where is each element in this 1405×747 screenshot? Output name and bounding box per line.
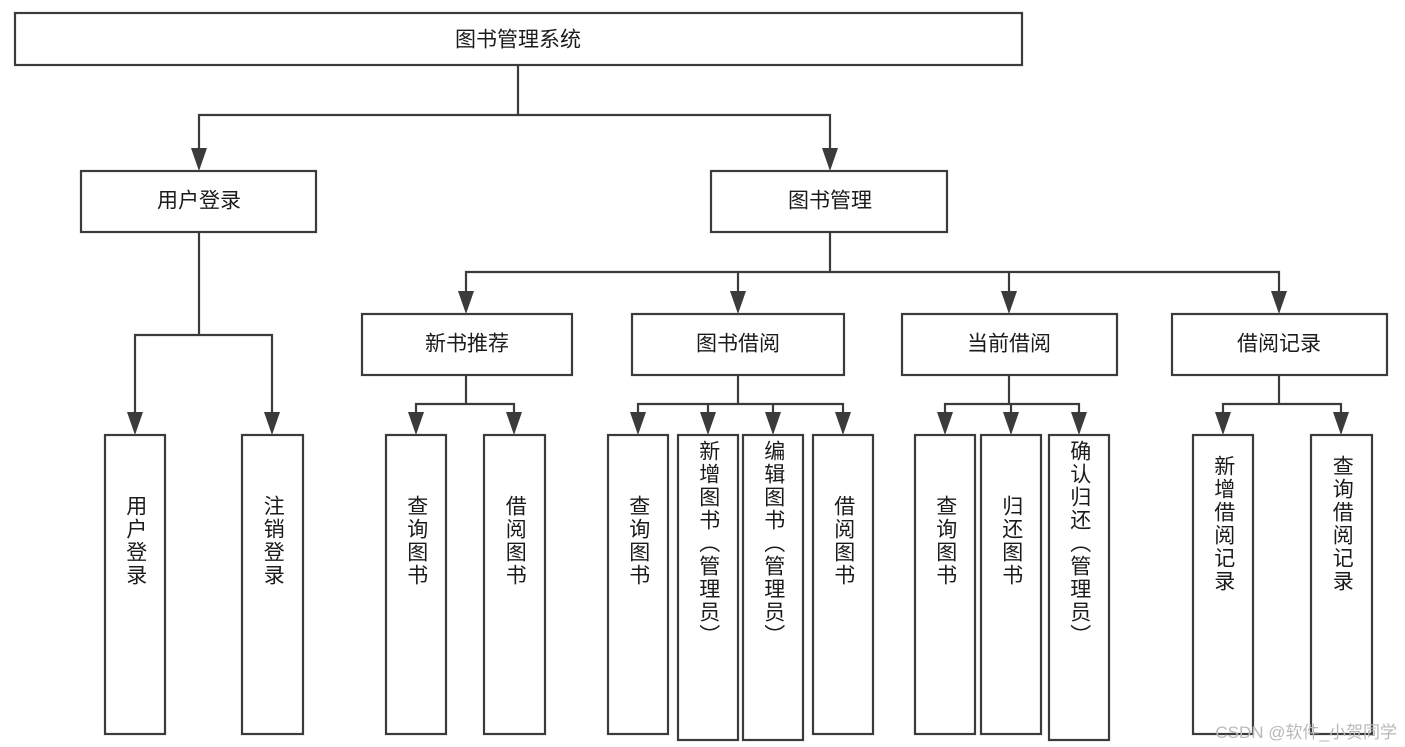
node-root-box[interactable] <box>13 11 1024 67</box>
node-layer: 图书管理系统 用户登录 图书管理 新书推荐 图书借阅 当前借阅 借阅记录 <box>13 11 1389 742</box>
connector-layer <box>127 63 1349 435</box>
leaf-box-query-book-2[interactable] <box>606 433 670 736</box>
node-borrow-record-box[interactable] <box>1170 312 1389 377</box>
leaf-box-user-login[interactable] <box>103 433 167 736</box>
edge-root-bus <box>197 63 832 156</box>
leaf-box-return-book[interactable] <box>979 433 1043 736</box>
node-root-label: 图书管理系统 <box>455 29 581 52</box>
csdn-watermark: CSDN @软件_小贺同学 <box>1215 723 1397 742</box>
edge-bookmanage-bus <box>464 230 1281 299</box>
leaf-box-confirm-return[interactable] <box>1047 433 1111 742</box>
node-book-manage-label: 图书管理 <box>788 190 872 213</box>
arrow-to-borrow-record <box>1271 291 1287 314</box>
arrow-to-user-login <box>191 148 207 171</box>
leaf-box-add-record[interactable] <box>1191 433 1255 736</box>
leaf-box-borrow-book-1[interactable] <box>482 433 547 736</box>
arrow-to-leaf-return-book <box>1003 412 1019 435</box>
leaf-box-query-book-1[interactable] <box>384 433 448 736</box>
edge-userlogin-bus <box>133 230 274 420</box>
arrow-to-book-manage <box>822 148 838 171</box>
edge-bookborrow-bus <box>636 373 845 420</box>
arrow-to-leaf-user-login <box>127 412 143 435</box>
arrow-to-new-book-rec <box>458 291 474 314</box>
arrow-to-current-borrow <box>1001 291 1017 314</box>
leaf-box-logout[interactable] <box>240 433 305 736</box>
leaf-box-borrow-book-2[interactable] <box>811 433 875 736</box>
arrow-to-leaf-add-book <box>700 412 716 435</box>
arrow-to-leaf-edit-book <box>765 412 781 435</box>
node-new-book-rec-box[interactable] <box>360 312 574 377</box>
edge-currentborrow-bus <box>943 373 1081 420</box>
node-book-borrow-box[interactable] <box>630 312 846 377</box>
edge-borrowrecord-bus <box>1221 373 1343 420</box>
leaf-box-query-book-3[interactable] <box>913 433 977 736</box>
node-user-login-box[interactable] <box>79 169 318 234</box>
arrow-to-leaf-query-book-2 <box>630 412 646 435</box>
leaf-box-edit-book[interactable] <box>741 433 805 742</box>
arrow-to-leaf-borrow-book-1 <box>506 412 522 435</box>
node-book-manage-box[interactable] <box>709 169 949 234</box>
node-borrow-record-label: 借阅记录 <box>1237 333 1321 356</box>
arrow-to-leaf-add-record <box>1215 412 1231 435</box>
node-current-borrow-box[interactable] <box>900 312 1119 377</box>
arrow-to-leaf-borrow-book-2 <box>835 412 851 435</box>
edge-newbook-bus <box>414 373 516 420</box>
node-user-login-label: 用户登录 <box>157 190 241 213</box>
leaf-box-query-record[interactable] <box>1309 433 1374 736</box>
arrow-to-book-borrow <box>730 291 746 314</box>
arrow-to-leaf-query-record <box>1333 412 1349 435</box>
arrow-to-leaf-query-book-1 <box>408 412 424 435</box>
arrow-to-leaf-logout <box>264 412 280 435</box>
node-new-book-rec-label: 新书推荐 <box>425 333 509 356</box>
leaf-box-add-book[interactable] <box>676 433 740 742</box>
node-current-borrow-label: 当前借阅 <box>967 333 1051 356</box>
arrow-to-leaf-query-book-3 <box>937 412 953 435</box>
node-book-borrow-label: 图书借阅 <box>696 333 780 356</box>
arrow-to-leaf-confirm-return <box>1071 412 1087 435</box>
